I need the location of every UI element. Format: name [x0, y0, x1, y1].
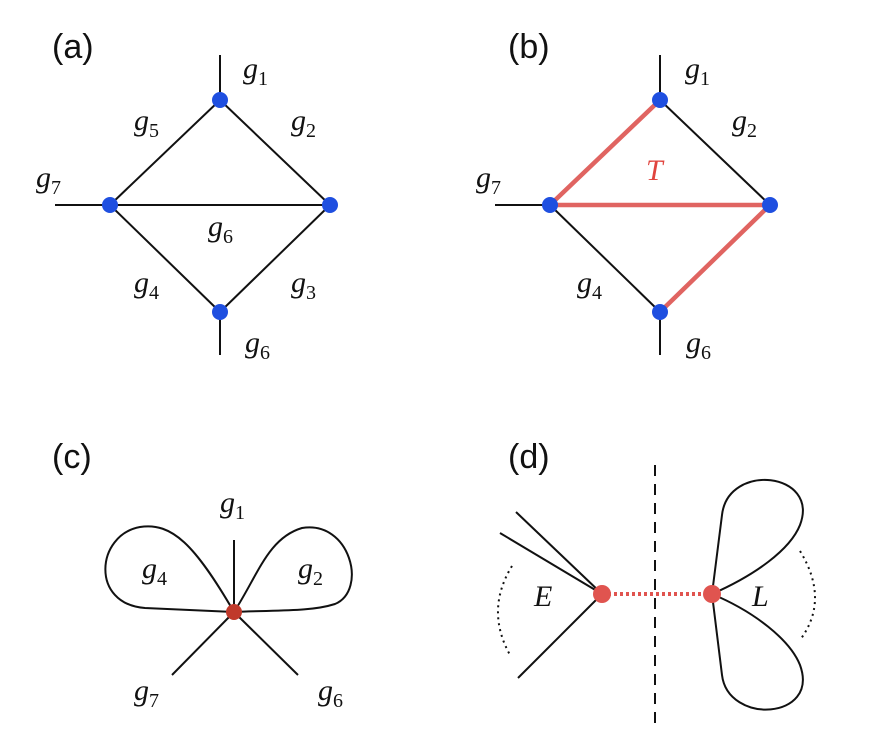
- edge-g6: [233, 611, 299, 676]
- label-g2: g2: [732, 104, 757, 142]
- vertex-right: [703, 585, 721, 603]
- ellipsis-arc-right: [799, 550, 816, 641]
- label-g7: g7: [134, 674, 159, 712]
- panel-d: (d) E L: [497, 438, 816, 725]
- external-leg: [515, 511, 603, 595]
- external-leg: [499, 532, 603, 595]
- vertex: [212, 304, 228, 320]
- tree-edge: [657, 202, 773, 315]
- loop-g4: [104, 525, 235, 613]
- vertex: [762, 197, 778, 213]
- label-g7: g7: [36, 161, 61, 199]
- label-g5: g5: [134, 104, 159, 142]
- edge-g2: [219, 99, 331, 206]
- vertex-left: [593, 585, 611, 603]
- vertex: [542, 197, 558, 213]
- loop-g2: [233, 526, 353, 613]
- label-L: L: [751, 580, 769, 613]
- external-leg: [517, 593, 603, 679]
- vertex: [102, 197, 118, 213]
- label-E: E: [533, 580, 552, 613]
- label-g6: g6: [318, 674, 343, 712]
- edge-g7: [171, 611, 235, 676]
- vertex: [652, 92, 668, 108]
- loop-lower: [711, 593, 804, 711]
- panel-b: (b) T g1 g2 g4 g6 g7: [476, 28, 778, 364]
- label-g2: g2: [298, 552, 323, 590]
- edge-g3: [219, 204, 331, 313]
- edge-g4: [109, 204, 221, 313]
- label-g3: g3: [291, 266, 316, 304]
- panel-a-label: (a): [52, 28, 94, 66]
- label-g1: g1: [220, 486, 245, 524]
- vertex: [322, 197, 338, 213]
- panel-b-label: (b): [508, 28, 550, 66]
- label-g4: g4: [142, 552, 167, 590]
- tree-label: T: [646, 154, 665, 187]
- label-g1: g1: [685, 52, 710, 90]
- panel-c: (c) g1 g2 g4 g6 g7: [52, 438, 353, 712]
- tree-edge: [547, 97, 663, 208]
- label-g1: g1: [243, 52, 268, 90]
- panel-c-label: (c): [52, 438, 92, 476]
- label-g2: g2: [291, 104, 316, 142]
- ellipsis-arc-left: [497, 565, 513, 656]
- label-g4: g4: [134, 266, 159, 304]
- panel-a: (a) g1 g2 g3 g4 g5 g6 g6 g7: [36, 28, 338, 364]
- contracted-vertex: [226, 604, 242, 620]
- label-g6-mid: g6: [208, 210, 233, 248]
- vertex: [652, 304, 668, 320]
- label-g7: g7: [476, 161, 501, 199]
- edge-g5: [109, 99, 221, 206]
- label-g4: g4: [577, 266, 602, 304]
- edge-g4: [549, 204, 661, 313]
- loop-upper: [711, 478, 804, 595]
- vertex: [212, 92, 228, 108]
- label-g6-bottom: g6: [245, 326, 270, 364]
- label-g6: g6: [686, 326, 711, 364]
- edge-g2: [659, 99, 771, 206]
- panel-d-label: (d): [508, 438, 550, 476]
